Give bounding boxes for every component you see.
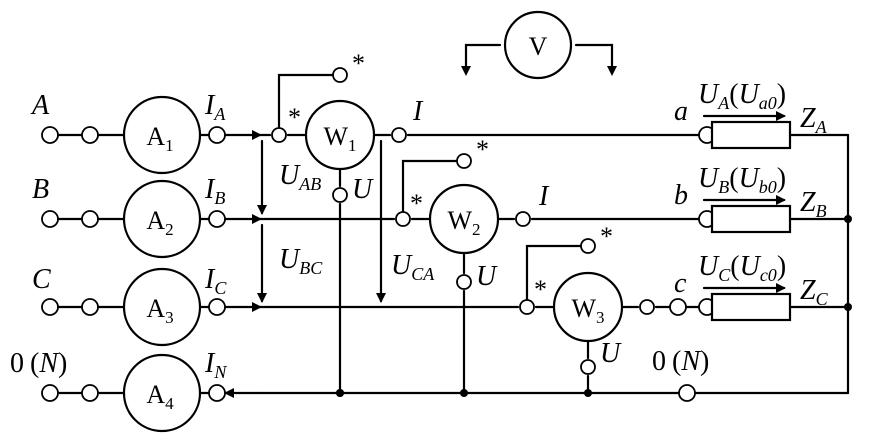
w2-star-top: * (476, 135, 489, 164)
wattmeter-w1-label: W1 (323, 122, 356, 155)
w3-voltage-lead-top (525, 244, 584, 309)
w2-star-terminal[interactable] (456, 153, 472, 169)
phase-voltage-c-label: UC(Uc0) (698, 251, 786, 285)
ammeter-a3 (122, 267, 202, 347)
ammeter-a3-label: A3 (146, 294, 173, 327)
phase-a-label: A (30, 90, 50, 121)
terminal-a-after-ammeter[interactable] (208, 126, 226, 144)
voltmeter-lead-right (574, 43, 614, 74)
phase-voltage-b-label: UB(Ub0) (698, 163, 786, 197)
terminal-load-c-pre[interactable] (669, 298, 687, 316)
terminal-n-source[interactable] (41, 384, 59, 402)
w3-current-terminal-in[interactable] (519, 299, 535, 315)
w2-voltage-terminal[interactable] (456, 274, 472, 290)
load-node-a-label: a (674, 96, 688, 127)
terminal-b-source[interactable] (41, 210, 59, 228)
phase-voltage-a-label: UA(Ua0) (698, 79, 786, 113)
ammeter-a4 (122, 353, 202, 433)
load-neutral-label: 0(N) (652, 346, 709, 377)
voltmeter-probe-right-arrow (607, 66, 617, 76)
voltmeter-lead-left (464, 43, 502, 74)
w2-current-terminal-out[interactable] (515, 211, 531, 227)
impedance-za (710, 120, 792, 150)
voltage-uca-label: UCA (391, 250, 435, 284)
w3-star-top: * (600, 222, 613, 251)
w1-current-coil-label: I (412, 96, 424, 127)
w1-current-terminal-in[interactable] (271, 127, 287, 143)
current-in-label: IN (204, 348, 227, 382)
load-node-c-label: c (674, 268, 687, 299)
voltmeter (503, 10, 573, 80)
junction-dot (336, 389, 344, 397)
phase-c-label: C (32, 264, 51, 295)
terminal-b-mid[interactable] (81, 210, 99, 228)
impedance-zc-label: ZC (800, 275, 829, 309)
w2-neutral-junction (460, 389, 468, 397)
wattmeter-w3-label: W3 (571, 294, 604, 327)
impedance-zc (710, 292, 792, 322)
phase-b-label: B (32, 174, 49, 205)
w1-current-terminal-out[interactable] (391, 127, 407, 143)
impedance-za-label: ZA (800, 103, 828, 137)
w2-voltage-lead-top (401, 159, 460, 221)
load-node-b-label: b (674, 180, 688, 211)
impedance-zb (710, 204, 792, 234)
ammeter-a4-label: A4 (146, 380, 174, 413)
w2-star-current: * (410, 189, 423, 218)
wattmeter-w2-label: W2 (447, 206, 480, 239)
w1-star-terminal[interactable] (332, 67, 348, 83)
star-junction-b (844, 215, 852, 223)
current-ib-label: IB (204, 174, 225, 208)
star-junction-c (844, 303, 852, 311)
w3-voltage-terminal[interactable] (580, 359, 596, 375)
terminal-c-mid[interactable] (81, 298, 99, 316)
ammeter-a2 (122, 179, 202, 259)
voltage-ubc-label: UBC (279, 244, 323, 278)
current-ia-label: IA (204, 90, 226, 124)
terminal-c-source[interactable] (41, 298, 59, 316)
ammeter-a1 (122, 95, 202, 175)
ammeter-a1-label: A1 (146, 122, 173, 155)
neutral-label: 0(N) (10, 348, 67, 379)
terminal-load-neutral[interactable] (678, 384, 696, 402)
voltage-uab-label: UAB (279, 160, 321, 194)
terminal-c-after-ammeter[interactable] (208, 298, 226, 316)
wattmeter-w1 (304, 99, 376, 171)
w3-current-terminal-out[interactable] (639, 299, 655, 315)
w1-voltage-terminal[interactable] (332, 187, 348, 203)
terminal-a-mid[interactable] (81, 126, 99, 144)
w2-voltage-coil-label: U (476, 261, 498, 292)
impedance-zb-label: ZB (800, 187, 827, 221)
w3-star-terminal[interactable] (580, 238, 596, 254)
w2-current-terminal-in[interactable] (395, 211, 411, 227)
ammeter-a2-label: A2 (146, 206, 173, 239)
w2-current-coil-label: I (538, 181, 550, 212)
terminal-b-after-ammeter[interactable] (208, 210, 226, 228)
voltmeter-probe-left-arrow (461, 66, 471, 76)
current-ic-label: IC (204, 264, 227, 298)
w1-star-current: * (288, 103, 301, 132)
voltmeter-label: V (529, 32, 548, 61)
w1-voltage-lead-top (277, 73, 336, 137)
terminal-n-mid[interactable] (81, 384, 99, 402)
terminal-n-after-ammeter[interactable] (208, 384, 226, 402)
terminal-a-source[interactable] (41, 126, 59, 144)
w3-neutral-junction (584, 389, 592, 397)
wattmeter-w2 (428, 183, 500, 255)
w3-voltage-coil-label: U (600, 338, 622, 369)
w1-voltage-coil-label: U (352, 174, 374, 205)
w3-star-current: * (534, 275, 547, 304)
wattmeter-w3 (552, 271, 624, 343)
w1-star-top: * (352, 49, 365, 78)
